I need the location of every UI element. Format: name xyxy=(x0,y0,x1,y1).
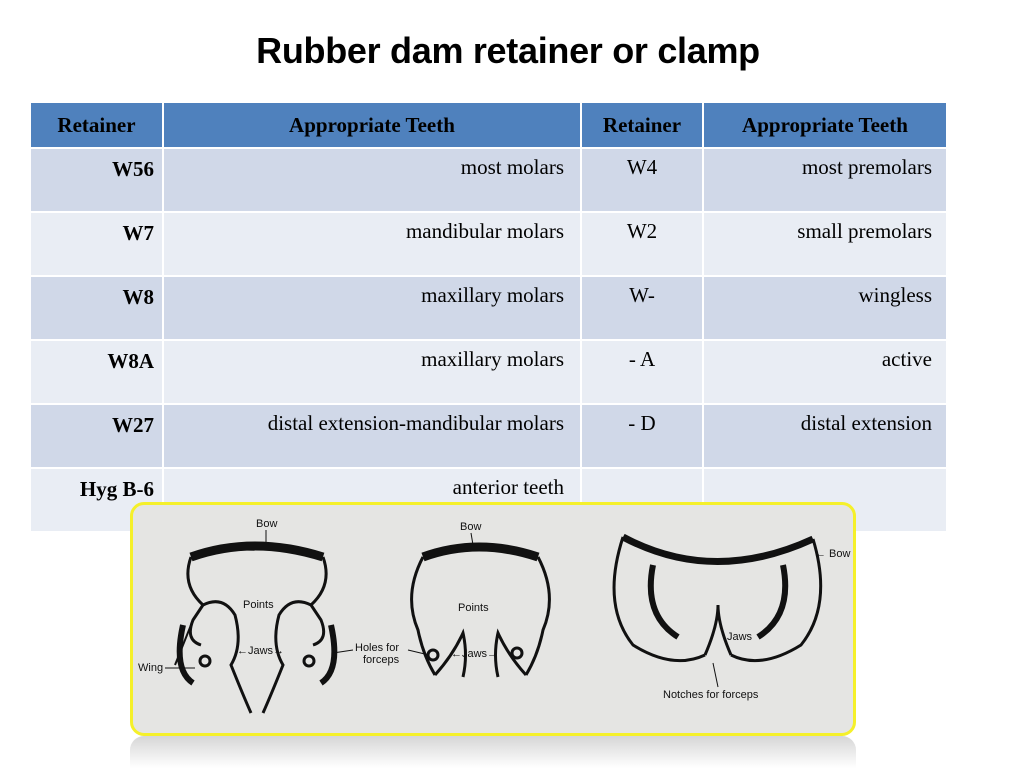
teeth-cell-2: distal extension xyxy=(702,403,948,469)
label-wing: Wing xyxy=(138,662,163,674)
teeth-cell: maxillary molars xyxy=(162,275,582,341)
table-row: W27 distal extension-mandibular molars -… xyxy=(29,403,948,469)
label-bow: Bow xyxy=(256,518,277,530)
retainer-cell: W7 xyxy=(29,211,164,277)
retainer-cell-2: W4 xyxy=(580,147,704,213)
retainer-cell: W8A xyxy=(29,339,164,405)
table-row: W7 mandibular molars W2 small premolars xyxy=(29,211,948,277)
image-reflection xyxy=(130,736,856,768)
retainer-cell-2: - D xyxy=(580,403,704,469)
retainer-table: Retainer Appropriate Teeth Retainer Appr… xyxy=(29,101,948,533)
header-appropriate-teeth: Appropriate Teeth xyxy=(162,101,582,149)
label-bow-2: Bow xyxy=(460,521,481,533)
clamp-illustration-frame: Bow Points ←Jaws→ Wing Holes for forceps… xyxy=(130,502,856,736)
table-row: W8A maxillary molars - A active xyxy=(29,339,948,405)
label-holes-line2: forceps xyxy=(363,654,400,666)
table-header-row: Retainer Appropriate Teeth Retainer Appr… xyxy=(29,101,948,149)
anterior-clamp-drawing xyxy=(612,533,823,663)
retainer-cell-2: - A xyxy=(580,339,704,405)
leader-line xyxy=(407,649,430,656)
header-retainer-2: Retainer xyxy=(580,101,704,149)
teeth-cell-2: wingless xyxy=(702,275,948,341)
teeth-cell-2: small premolars xyxy=(702,211,948,277)
header-appropriate-teeth-2: Appropriate Teeth xyxy=(702,101,948,149)
clamp-illustration: Bow Points ←Jaws→ Wing Holes for forceps… xyxy=(138,518,851,714)
label-jaws-right: Jaws xyxy=(727,631,753,643)
label-points: Points xyxy=(243,599,274,611)
retainer-cell: W27 xyxy=(29,403,164,469)
retainer-cell: W8 xyxy=(29,275,164,341)
label-bow-right: ← Bow xyxy=(815,548,851,560)
leader-line xyxy=(332,649,354,654)
teeth-cell-2: active xyxy=(702,339,948,405)
retainer-cell-2: W- xyxy=(580,275,704,341)
teeth-cell: maxillary molars xyxy=(162,339,582,405)
leader-line xyxy=(470,532,474,546)
retainer-cell-2: W2 xyxy=(580,211,704,277)
retainer-cell: W56 xyxy=(29,147,164,213)
teeth-cell: distal extension-mandibular molars xyxy=(162,403,582,469)
teeth-cell: mandibular molars xyxy=(162,211,582,277)
header-retainer: Retainer xyxy=(29,101,164,149)
wingless-clamp-drawing xyxy=(410,542,551,678)
table-row: W56 most molars W4 most premolars xyxy=(29,147,948,213)
label-jaws-2: ←Jaws→ xyxy=(451,648,498,660)
teeth-cell: most molars xyxy=(162,147,582,213)
winged-clamp-drawing xyxy=(174,541,338,714)
label-holes-line1: Holes for xyxy=(355,642,399,654)
label-jaws: ←Jaws→ xyxy=(237,645,284,657)
table-row: W8 maxillary molars W- wingless xyxy=(29,275,948,341)
slide-title: Rubber dam retainer or clamp xyxy=(256,30,760,71)
retainer-cell: Hyg B-6 xyxy=(29,467,164,533)
label-notches: Notches for forceps xyxy=(663,689,759,701)
leader-line xyxy=(712,662,719,688)
teeth-cell-2: most premolars xyxy=(702,147,948,213)
label-points-2: Points xyxy=(458,602,489,614)
